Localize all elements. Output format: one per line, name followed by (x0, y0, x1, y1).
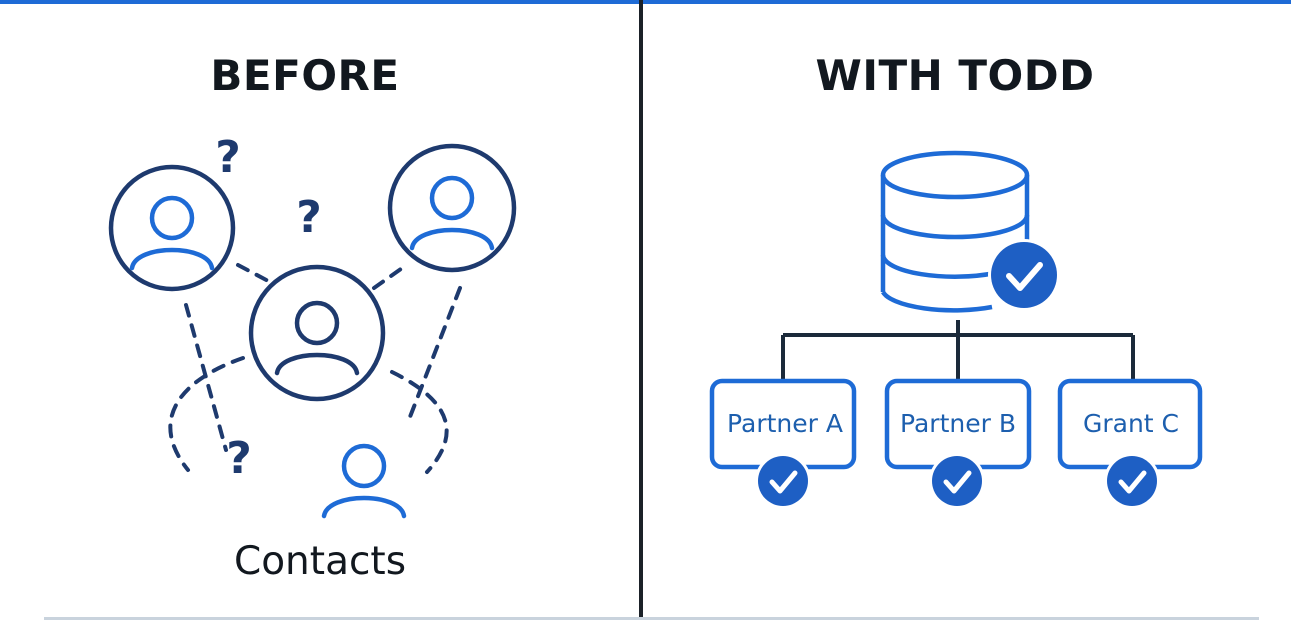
before-title: BEFORE (210, 51, 400, 100)
question-mark-icon: ? (215, 132, 241, 183)
check-badge-icon (755, 453, 811, 509)
tree-connectors (781, 320, 1135, 384)
node-label: Partner A (727, 409, 843, 438)
with-todd-title: WITH TODD (815, 51, 1095, 100)
bottom-rule (44, 617, 1259, 620)
database-icon (880, 150, 1060, 313)
person-icon (248, 264, 386, 402)
question-mark-icon: ? (296, 192, 322, 243)
check-badge-icon (929, 453, 985, 509)
top-accent-bar (0, 0, 1291, 4)
scattered-contacts-illustration: ? ? ? (108, 132, 517, 516)
node-grant-c: Grant C (1057, 378, 1203, 509)
person-icon (108, 164, 236, 292)
check-badge-icon (1104, 453, 1160, 509)
check-badge-icon (988, 239, 1060, 311)
contacts-caption: Contacts (233, 539, 407, 584)
person-icon (387, 143, 517, 273)
node-label: Partner B (900, 409, 1016, 438)
node-partner-a: Partner A (709, 378, 857, 509)
person-icon (324, 446, 404, 516)
panel-divider (639, 0, 643, 620)
question-mark-icon: ? (226, 433, 252, 484)
node-partner-b: Partner B (884, 378, 1032, 509)
node-label: Grant C (1083, 409, 1179, 438)
